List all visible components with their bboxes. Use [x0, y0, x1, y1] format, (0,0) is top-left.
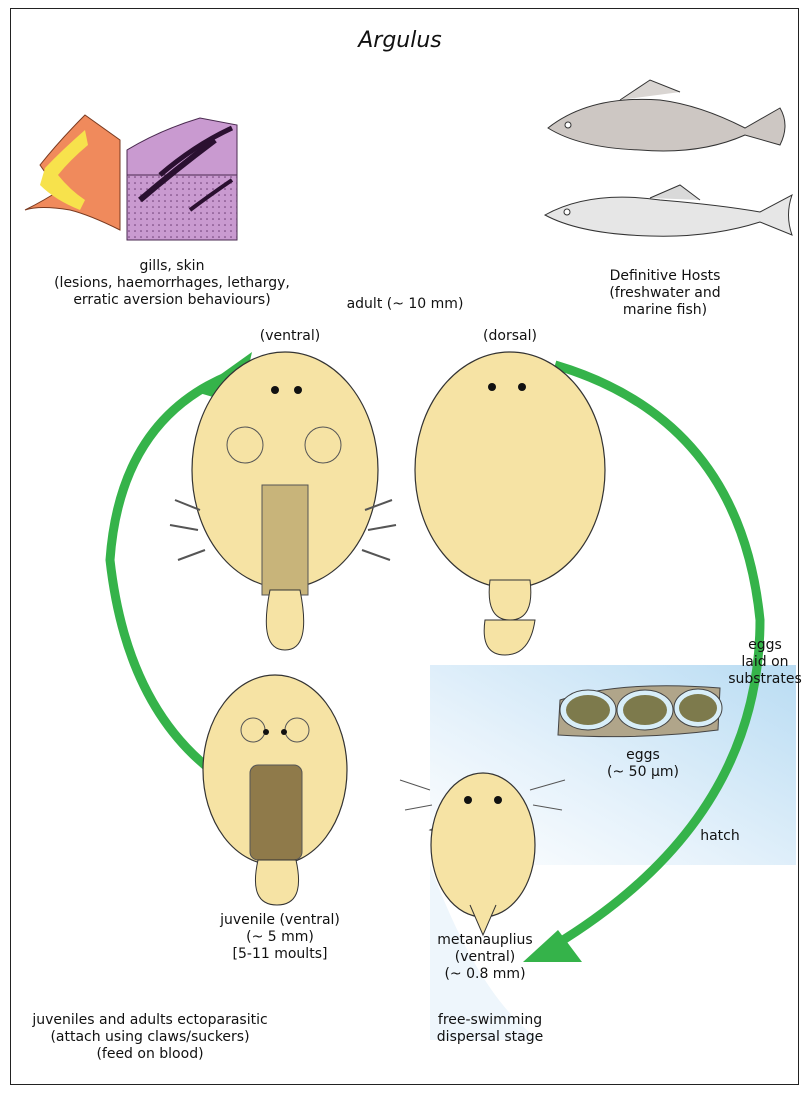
dorsal-view-label: (dorsal) — [470, 328, 550, 345]
ventral-view-label: (ventral) — [245, 328, 335, 345]
adult-dorsal-illustration — [415, 352, 605, 655]
eggs-size-label: eggs (~ 50 µm) — [593, 747, 693, 781]
juvenile-illustration — [203, 675, 347, 905]
definitive-hosts-label: Definitive Hosts (freshwater and marine … — [585, 268, 745, 319]
skin-illustration — [127, 118, 237, 240]
ectoparasitic-label: juveniles and adults ectoparasitic (atta… — [30, 1012, 270, 1063]
diagram-title: Argulus — [300, 28, 500, 53]
free-swimming-label: free-swimming dispersal stage — [435, 1012, 545, 1046]
hatch-label: hatch — [690, 828, 750, 845]
adult-ventral-illustration — [170, 352, 396, 650]
gill-illustration — [25, 115, 120, 230]
metanauplius-label: metanauplius (ventral) (~ 0.8 mm) — [420, 932, 550, 983]
fish-carp-illustration — [548, 80, 785, 151]
adult-size-label: adult (~ 10 mm) — [330, 296, 480, 313]
eggs-illustration — [558, 686, 722, 737]
juvenile-label: juvenile (ventral) (~ 5 mm) [5-11 moults… — [215, 912, 345, 963]
gills-skin-label: gills, skin (lesions, haemorrhages, leth… — [22, 258, 322, 309]
fish-salmon-illustration — [545, 185, 792, 236]
eggs-laid-label: eggs laid on substrates — [720, 637, 809, 688]
